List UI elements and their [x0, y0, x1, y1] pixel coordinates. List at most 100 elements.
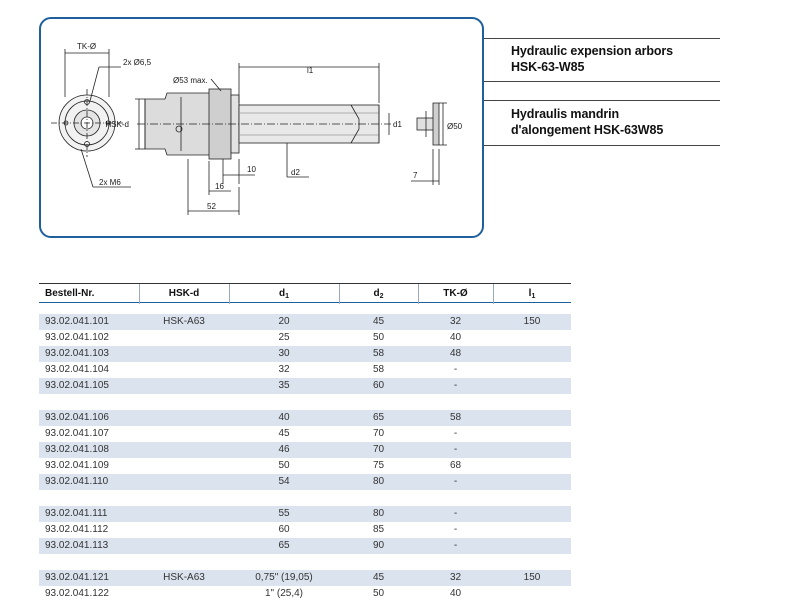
- dimension-52-label: 52: [207, 202, 216, 211]
- table-cell-d1: 54: [278, 476, 290, 487]
- table-cell-d1: 46: [278, 444, 290, 455]
- table-cell-d2: 75: [372, 460, 385, 471]
- l1-label: l1: [307, 66, 314, 75]
- dimension-10-label: 10: [247, 165, 256, 174]
- table-cell-l1: [493, 538, 571, 554]
- table-cell-d2: [339, 554, 418, 570]
- table-cell-d2: 50: [372, 332, 385, 343]
- table-cell-tk: [418, 394, 493, 410]
- table-cell-order: 93.02.041.110: [45, 476, 109, 487]
- table-cell-hsk: [139, 538, 229, 554]
- table-cell-order: 93.02.041.112: [45, 524, 109, 535]
- table-cell-tk: -: [453, 476, 458, 487]
- col-d1: d1: [278, 288, 289, 300]
- table-cell-hsk: [139, 506, 229, 522]
- title-rule-fr-top: [484, 100, 720, 101]
- hsk-d-label: HSK-d: [105, 120, 129, 129]
- col-separator: [493, 284, 494, 304]
- table-cell-tk: 40: [449, 588, 462, 599]
- technical-drawing-frame: TK-Ø 2x Ø6,5 2x M6 Ø53 max. HSK-d l1 d1 …: [39, 17, 484, 238]
- table-cell-order: 93.02.041.105: [45, 380, 109, 391]
- table-cell-hsk: [139, 426, 229, 442]
- table-cell-hsk: [139, 442, 229, 458]
- table-row: [39, 554, 571, 570]
- table-cell-l1: [493, 458, 571, 474]
- table-cell-tk: -: [453, 540, 458, 551]
- table-cell-tk: -: [453, 380, 458, 391]
- table-cell-order: 93.02.041.107: [45, 428, 109, 439]
- table-cell-d2: 70: [372, 428, 385, 439]
- table-cell-l1: [493, 442, 571, 458]
- table-cell-l1: [493, 330, 571, 346]
- table-cell-l1: [493, 554, 571, 570]
- table-cell-d2: 45: [372, 316, 385, 327]
- table-cell-d1: [229, 554, 339, 570]
- title-rule-top: [484, 38, 720, 39]
- col-order-number: Bestell-Nr.: [45, 288, 95, 299]
- table-cell-l1: [493, 586, 571, 601]
- table-cell-d1: 40: [278, 412, 290, 423]
- table-cell-l1: [493, 506, 571, 522]
- title-french: Hydraulis mandrin d'alongement HSK-63W85: [484, 100, 720, 146]
- table-cell-d2: 58: [372, 364, 385, 375]
- table-cell-hsk: [139, 490, 229, 506]
- table-header: Bestell-Nr. HSK-d d1 d2 TK-Ø l1: [39, 283, 571, 304]
- table-cell-l1: [493, 474, 571, 490]
- table-cell-tk: 68: [449, 460, 462, 471]
- table-cell-tk: -: [453, 428, 458, 439]
- title-rule-mid: [484, 81, 720, 82]
- table-cell-d1: 35: [278, 380, 290, 391]
- table-cell-order: 93.02.041.108: [45, 444, 109, 455]
- d1-label: d1: [393, 120, 402, 129]
- table-cell-hsk: [139, 346, 229, 362]
- col-separator: [339, 284, 340, 304]
- table-cell-d2: 58: [372, 348, 385, 359]
- table-cell-d2: [339, 490, 418, 506]
- table-cell-hsk: [139, 394, 229, 410]
- table-cell-hsk: [139, 378, 229, 394]
- title-en-line1: Hydraulic expension arbors: [511, 44, 674, 58]
- table-cell-hsk: [139, 474, 229, 490]
- d2-label: d2: [291, 168, 300, 177]
- bolt-hole-label: 2x Ø6,5: [123, 58, 152, 67]
- table-cell-hsk: [139, 554, 229, 570]
- table-cell-order: 93.02.041.102: [45, 332, 109, 343]
- table-cell-d2: 60: [372, 380, 385, 391]
- table-cell-hsk: HSK-A63: [163, 316, 205, 327]
- table-row: [39, 394, 571, 410]
- table-cell-l1: [493, 362, 571, 378]
- table-cell-d1: 1" (25,4): [264, 588, 303, 599]
- table-cell-tk: 48: [449, 348, 462, 359]
- col-separator: [229, 284, 230, 304]
- table-cell-tk: [418, 490, 493, 506]
- table-cell-d1: [229, 394, 339, 410]
- table-cell-d1: 25: [278, 332, 290, 343]
- col-hsk: HSK-d: [168, 288, 200, 299]
- table-cell-l1: [493, 490, 571, 506]
- table-cell-order: 93.02.041.121: [45, 572, 109, 583]
- table-cell-hsk: [139, 410, 229, 426]
- table-cell-l1: [493, 346, 571, 362]
- table-cell-l1: [493, 522, 571, 538]
- title-fr-line1: Hydraulis mandrin: [511, 107, 620, 121]
- table-cell-d1: 32: [278, 364, 290, 375]
- table-cell-hsk: [139, 586, 229, 601]
- table-cell-order: 93.02.041.101: [45, 316, 109, 327]
- table-cell-d1: 55: [278, 508, 290, 519]
- table-cell-tk: -: [453, 524, 458, 535]
- table-cell-l1: 150: [523, 572, 541, 583]
- table-cell-order: 93.02.041.113: [45, 540, 109, 551]
- max-diameter-label: Ø53 max.: [173, 76, 208, 85]
- table-cell-l1: 150: [523, 316, 541, 327]
- table-cell-tk: 32: [449, 572, 462, 583]
- table-cell-l1: [493, 410, 571, 426]
